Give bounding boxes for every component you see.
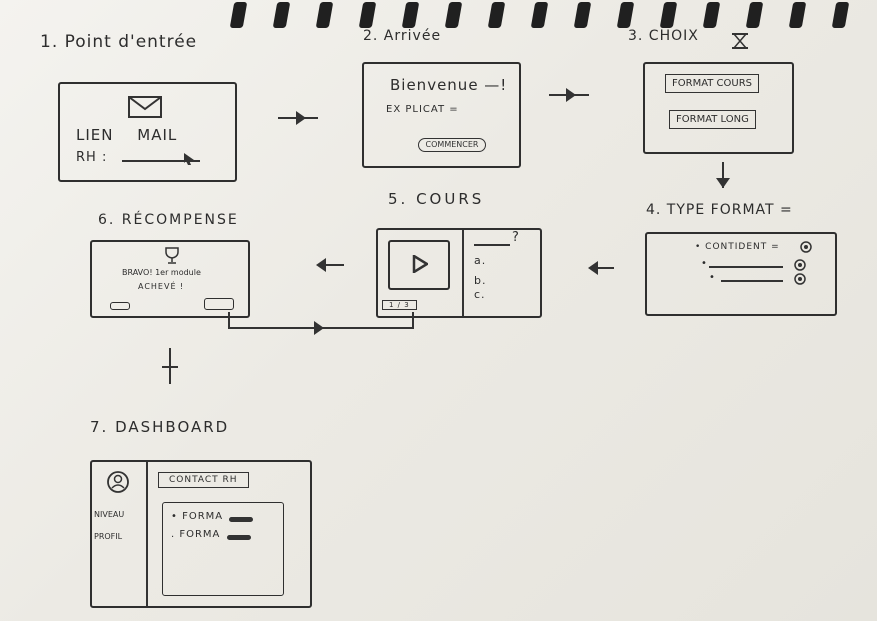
loop-connector-vertical: [228, 312, 230, 328]
trophy-icon: [165, 247, 179, 264]
step3-title: 3. CHOIX: [628, 28, 699, 44]
step5-frame: 1 / 3 ? a. b. c.: [376, 228, 542, 318]
step4-bullet2: •: [701, 258, 708, 269]
radio-icon[interactable]: [793, 258, 807, 272]
step7-title: 7. DASHBOARD: [90, 418, 230, 436]
step6-secondary-button[interactable]: [110, 302, 130, 310]
step4-item3-line: [721, 280, 783, 282]
course-item-2[interactable]: . FORMA: [171, 529, 221, 540]
step5-title: 5. COURS: [388, 190, 485, 208]
step6-congrats: BRAVO! 1er module: [122, 268, 201, 277]
contact-rh-button[interactable]: CONTACT RH: [158, 472, 249, 488]
step2-frame: Bienvenue —! EX PLICAT = COMMENCER: [362, 62, 521, 168]
envelope-icon: [128, 96, 162, 118]
step5-divider: [462, 230, 464, 316]
loop-connector-up: [412, 312, 414, 329]
hourglass-icon: [732, 33, 748, 49]
step1-rh-label: RH :: [76, 150, 108, 165]
user-icon[interactable]: [106, 470, 130, 494]
arrow-3-4: [722, 162, 724, 188]
answer-b[interactable]: b.: [474, 274, 487, 287]
course-item-2-progress: [227, 535, 251, 540]
format-cours-option[interactable]: FORMAT COURS: [665, 74, 760, 93]
format-long-option[interactable]: FORMAT LONG: [669, 110, 756, 129]
step2-explain: EX PLICAT =: [386, 104, 459, 115]
answer-a[interactable]: a.: [474, 254, 487, 267]
step6-next-button[interactable]: [204, 298, 234, 310]
loop-connector-head: [314, 321, 324, 335]
sidebar-niveau[interactable]: NIVEAU: [94, 510, 125, 519]
step1-title: 1. Point d'entrée: [40, 32, 198, 52]
step5-question-mark: ?: [512, 230, 520, 245]
video-player[interactable]: [388, 240, 450, 290]
arrow-1-2-head: [296, 111, 306, 125]
play-icon[interactable]: [412, 255, 428, 273]
step6-achieved: ACHEVÉ !: [138, 282, 185, 291]
arrow-4-5-head: [588, 261, 598, 275]
arrow-3-4-head: [716, 178, 730, 188]
step4-item1: • CONTIDENT =: [695, 242, 780, 252]
step4-item2-line: [709, 266, 783, 268]
step4-frame: • CONTIDENT = • •: [645, 232, 837, 316]
progress-bar: 1 / 3: [382, 300, 417, 310]
step1-frame: LIEN MAIL RH :: [58, 82, 237, 182]
arrow-5-6-head: [316, 258, 326, 272]
step3-frame: FORMAT COURS FORMAT LONG: [643, 62, 794, 154]
cursor-icon: [184, 153, 194, 165]
arrow-4-5: [590, 267, 614, 269]
radio-icon[interactable]: [799, 240, 813, 254]
course-item-1-progress: [229, 517, 253, 522]
radio-icon[interactable]: [793, 272, 807, 286]
arrow-5-6: [318, 264, 344, 266]
start-button[interactable]: COMMENCER: [418, 138, 486, 152]
step2-title: 2. Arrivée: [363, 28, 442, 44]
answer-c[interactable]: c.: [474, 288, 486, 301]
step4-bullet3: •: [709, 272, 716, 283]
arrow-6-7-tick: [162, 366, 178, 368]
step1-link-label: LIEN MAIL: [76, 126, 178, 144]
step2-welcome: Bienvenue —!: [390, 76, 508, 94]
step7-frame: NIVEAU PROFIL CONTACT RH • FORMA . FORMA: [90, 460, 312, 608]
course-item-1[interactable]: • FORMA: [171, 511, 224, 522]
step4-title: 4. TYPE FORMAT =: [646, 202, 793, 218]
step1-input-line: [122, 160, 200, 162]
step6-frame: BRAVO! 1er module ACHEVÉ !: [90, 240, 250, 318]
sidebar-profil[interactable]: PROFIL: [94, 532, 123, 541]
step7-course-list: • FORMA . FORMA: [162, 502, 284, 596]
step6-title: 6. RÉCOMPENSE: [98, 212, 239, 228]
step5-question-line: [474, 244, 510, 246]
arrow-2-3-head: [566, 88, 576, 102]
step7-sidebar-divider: [146, 462, 148, 606]
